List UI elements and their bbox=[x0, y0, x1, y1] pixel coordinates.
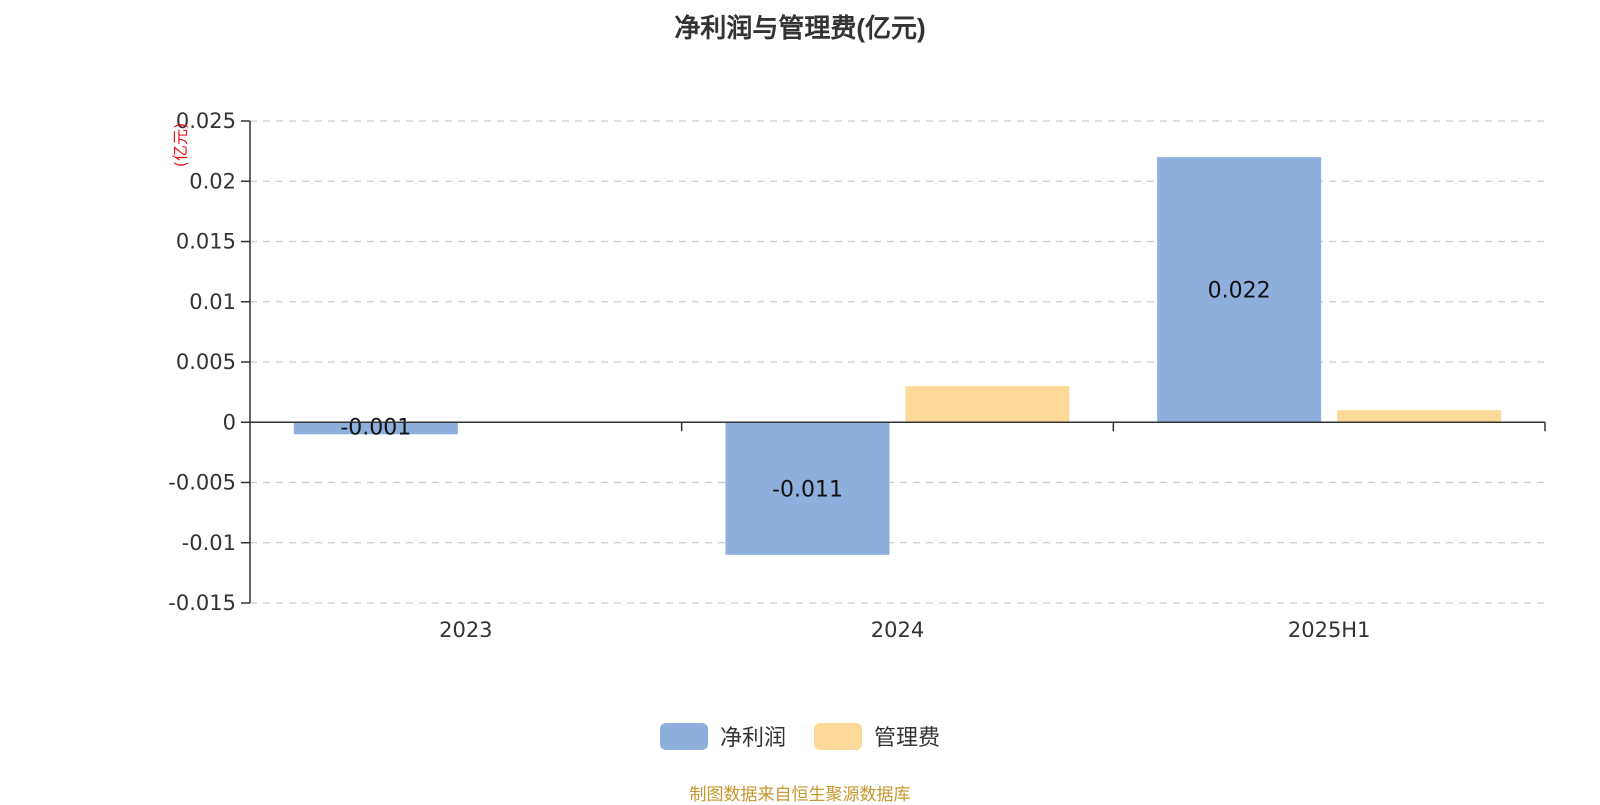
legend-swatch-management-fee bbox=[814, 722, 862, 750]
bar-management-fee-2025H1[interactable] bbox=[1337, 410, 1502, 423]
bar-net-profit-2024[interactable] bbox=[725, 422, 890, 555]
legend: 净利润 管理费 bbox=[0, 720, 1600, 752]
chart-title: 净利润与管理费(亿元) bbox=[674, 13, 926, 43]
legend-item-management-fee[interactable]: 管理费 bbox=[814, 720, 940, 752]
legend-item-net-profit[interactable]: 净利润 bbox=[659, 720, 786, 752]
y-tick-label: 0.015 bbox=[176, 230, 236, 254]
source-note: 制图数据来自恒生聚源数据库 bbox=[689, 785, 911, 804]
x-tick-label: 2023 bbox=[439, 618, 492, 642]
data-label: 0.022 bbox=[1208, 279, 1271, 304]
x-tick-label: 2024 bbox=[871, 618, 924, 642]
bar-net-profit-2023[interactable] bbox=[293, 422, 458, 435]
legend-label-net-profit: 净利润 bbox=[719, 725, 786, 750]
legend-label-management-fee: 管理费 bbox=[874, 725, 941, 750]
bar-management-fee-2024[interactable] bbox=[905, 386, 1070, 423]
y-tick-label: -0.01 bbox=[182, 531, 236, 555]
y-tick-label: -0.015 bbox=[168, 591, 236, 615]
y-tick-label: 0.01 bbox=[189, 290, 236, 314]
y-tick-label: -0.005 bbox=[168, 471, 236, 495]
x-tick-label: 2025H1 bbox=[1288, 618, 1371, 642]
y-axis-unit-label: (亿元) bbox=[171, 123, 190, 168]
bar-net-profit-2025H1[interactable] bbox=[1157, 157, 1322, 423]
legend-swatch-net-profit bbox=[659, 722, 708, 750]
data-label: -0.011 bbox=[772, 478, 843, 503]
y-tick-label: 0.025 bbox=[176, 109, 236, 133]
y-tick-label: 0.005 bbox=[176, 350, 236, 374]
y-tick-label: 0 bbox=[223, 410, 236, 434]
y-tick-label: 0.02 bbox=[189, 169, 236, 193]
data-label: -0.001 bbox=[340, 415, 411, 440]
